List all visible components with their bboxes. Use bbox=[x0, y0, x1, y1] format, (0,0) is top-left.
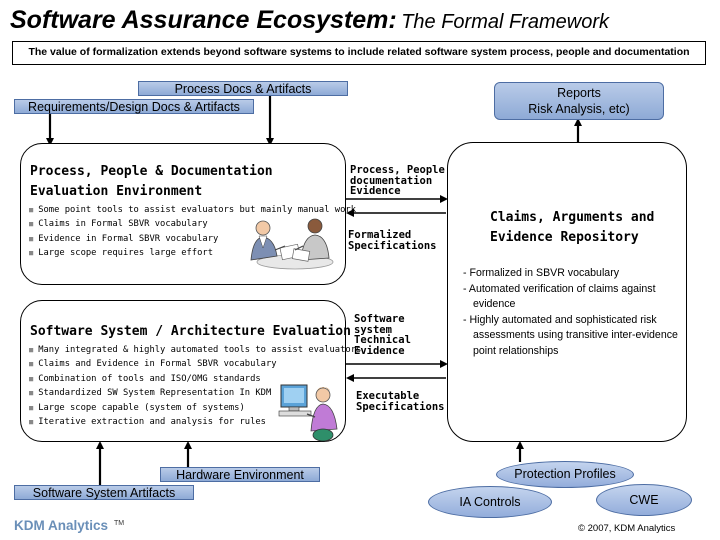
list-item: Standardized SW System Representation In… bbox=[29, 386, 361, 400]
protection-profiles-label: Protection Profiles bbox=[514, 467, 616, 481]
company-logo: KDM Analytics TM bbox=[14, 518, 124, 533]
repository-title: Claims, Arguments and Evidence Repositor… bbox=[490, 210, 655, 245]
list-item: Some point tools to assist evaluators bu… bbox=[29, 203, 356, 217]
process-bullets: Some point tools to assist evaluators bu… bbox=[29, 203, 356, 261]
title-main: Software Assurance Ecosystem: bbox=[10, 6, 397, 34]
process-panel-title: Process, People & Documentation Evaluati… bbox=[30, 164, 273, 199]
ia-controls-box: IA Controls bbox=[428, 486, 552, 518]
software-evidence-label: Software system Technical Evidence bbox=[354, 313, 411, 357]
list-item: Iterative extraction and analysis for ru… bbox=[29, 415, 361, 429]
page-title: Software Assurance Ecosystem: The Formal… bbox=[10, 6, 609, 35]
hardware-box: Hardware Environment bbox=[160, 467, 320, 482]
process-docs-label: Process Docs & Artifacts bbox=[174, 82, 312, 96]
trademark: TM bbox=[114, 519, 125, 527]
process-evidence-label: Process, People documentation Evidence bbox=[350, 164, 445, 197]
list-item: Combination of tools and ISO/OMG standar… bbox=[29, 372, 361, 386]
software-bullets: Many integrated & highly automated tools… bbox=[29, 343, 361, 429]
cwe-box: CWE bbox=[596, 484, 692, 516]
computer-user-icon bbox=[278, 384, 338, 442]
software-panel-title: Software System / Architecture Evaluatio… bbox=[30, 324, 351, 339]
reports-line1: Reports bbox=[557, 86, 601, 100]
subtitle-banner: The value of formalization extends beyon… bbox=[12, 41, 706, 65]
formalized-specs-label: Formalized Specifications bbox=[348, 229, 437, 252]
reports-box: Reports Risk Analysis, etc) bbox=[494, 82, 664, 120]
list-item: Many integrated & highly automated tools… bbox=[29, 343, 361, 357]
requirements-docs-label: Requirements/Design Docs & Artifacts bbox=[28, 100, 240, 114]
process-docs-box: Process Docs & Artifacts bbox=[138, 81, 348, 96]
list-item: Evidence in Formal SBVR vocabulary bbox=[29, 232, 356, 246]
process-evaluation-panel: Process, People & Documentation Evaluati… bbox=[20, 143, 356, 285]
list-item: - Formalized in SBVR vocabulary bbox=[463, 267, 620, 279]
ia-controls-label: IA Controls bbox=[459, 495, 521, 509]
list-item: Large scope requires large effort bbox=[29, 246, 356, 260]
people-meeting-icon bbox=[250, 218, 334, 270]
cwe-label: CWE bbox=[629, 493, 659, 507]
software-evaluation-panel: Software System / Architecture Evaluatio… bbox=[20, 300, 361, 442]
evidence-repository-panel bbox=[447, 142, 687, 442]
protection-profiles-box: Protection Profiles bbox=[496, 461, 634, 488]
software-artifacts-box: Software System Artifacts bbox=[14, 485, 194, 500]
hardware-label: Hardware Environment bbox=[176, 468, 304, 482]
list-item: - Highly automated and sophisticated ris… bbox=[463, 313, 678, 357]
list-item: Large scope capable (system of systems) bbox=[29, 401, 361, 415]
list-item: - Automated verification of claims again… bbox=[463, 282, 656, 311]
list-item: Claims in Formal SBVR vocabulary bbox=[29, 217, 356, 231]
reports-line2: Risk Analysis, etc) bbox=[528, 102, 630, 116]
logo-text: KDM Analytics bbox=[14, 518, 109, 533]
repository-bullets: - Formalized in SBVR vocabulary - Automa… bbox=[463, 266, 691, 360]
executable-specs-label: Executable Specifications bbox=[356, 390, 445, 413]
list-item: Claims and Evidence in Formal SBVR vocab… bbox=[29, 357, 361, 371]
copyright: © 2007, KDM Analytics bbox=[578, 523, 676, 534]
software-artifacts-label: Software System Artifacts bbox=[32, 486, 176, 500]
requirements-docs-box: Requirements/Design Docs & Artifacts bbox=[14, 99, 254, 114]
title-sub: The Formal Framework bbox=[401, 11, 609, 33]
